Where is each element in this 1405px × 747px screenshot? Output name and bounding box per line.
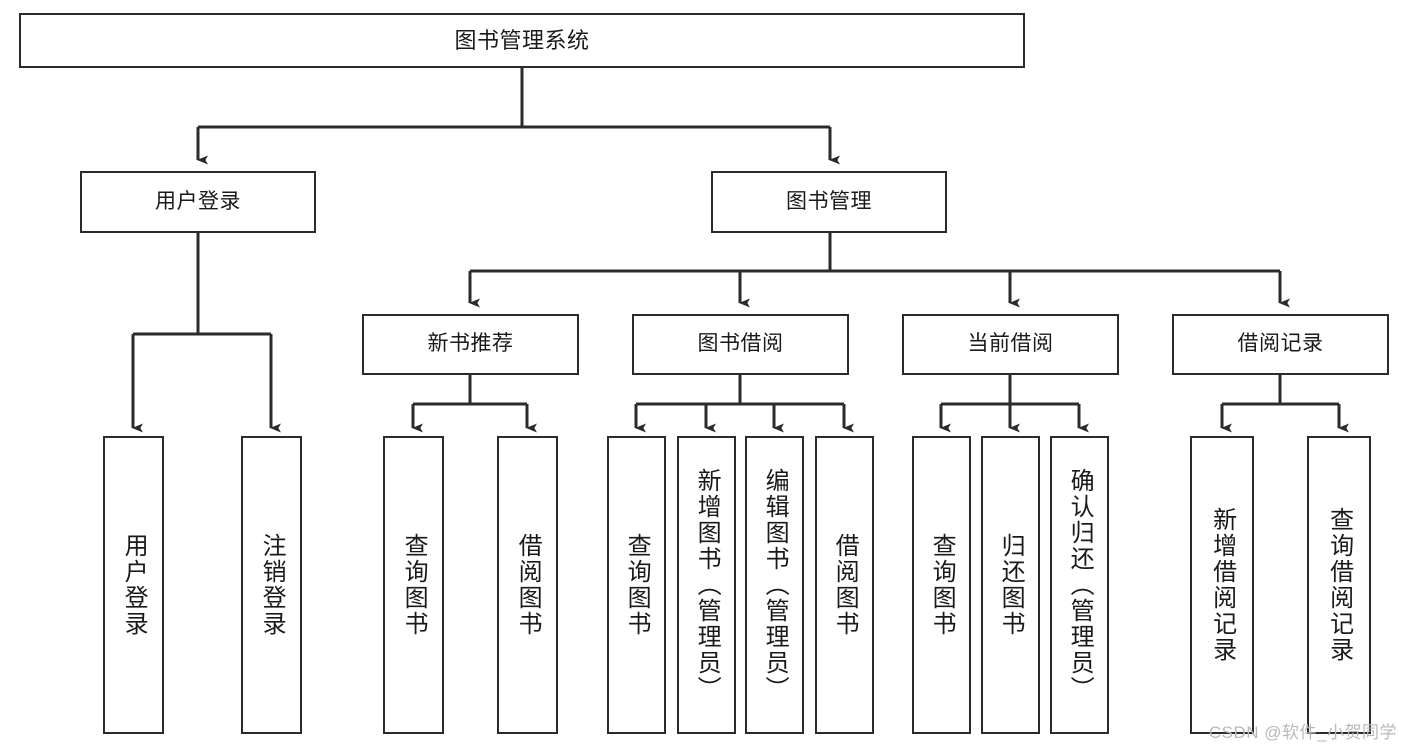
node-new-book-rec-label: 新书推荐 [427, 332, 514, 356]
node-leaf-borrow-book-2-label: 借阅图书 [831, 533, 859, 637]
node-leaf-add-book-label: 新增图书（管理员） [693, 468, 721, 702]
node-new-book-rec[interactable]: 新书推荐 [362, 314, 579, 375]
node-leaf-borrow-book-2[interactable]: 借阅图书 [815, 436, 874, 734]
node-leaf-query-book-2-label: 查询图书 [623, 533, 651, 637]
node-leaf-query-book-3-label: 查询图书 [928, 533, 956, 637]
node-leaf-query-book-3[interactable]: 查询图书 [912, 436, 971, 734]
node-book-manage[interactable]: 图书管理 [711, 171, 947, 233]
node-leaf-return-book-label: 归还图书 [997, 533, 1025, 637]
node-leaf-user-logout-label: 注销登录 [258, 533, 286, 637]
node-user-login[interactable]: 用户登录 [80, 171, 316, 233]
node-borrow-record[interactable]: 借阅记录 [1172, 314, 1389, 375]
node-book-borrow-label: 图书借阅 [697, 332, 784, 356]
node-leaf-query-book-2[interactable]: 查询图书 [607, 436, 666, 734]
node-leaf-borrow-book-1-label: 借阅图书 [514, 533, 542, 637]
node-leaf-query-record[interactable]: 查询借阅记录 [1307, 436, 1371, 734]
node-book-borrow[interactable]: 图书借阅 [632, 314, 849, 375]
node-leaf-query-book-1-label: 查询图书 [400, 533, 428, 637]
node-current-borrow-label: 当前借阅 [967, 332, 1054, 356]
node-leaf-query-record-label: 查询借阅记录 [1325, 507, 1353, 663]
watermark-text: CSDN @软件_小贺同学 [1208, 723, 1397, 742]
node-leaf-confirm-return-label: 确认归还（管理员） [1066, 468, 1094, 702]
node-leaf-query-book-1[interactable]: 查询图书 [383, 436, 444, 734]
node-leaf-add-book[interactable]: 新增图书（管理员） [677, 436, 736, 734]
node-leaf-return-book[interactable]: 归还图书 [981, 436, 1040, 734]
node-leaf-edit-book-label: 编辑图书（管理员） [761, 468, 789, 702]
node-leaf-edit-book[interactable]: 编辑图书（管理员） [745, 436, 804, 734]
node-user-login-label: 用户登录 [155, 189, 241, 213]
node-leaf-borrow-book-1[interactable]: 借阅图书 [497, 436, 558, 734]
node-leaf-add-record-label: 新增借阅记录 [1208, 507, 1236, 663]
node-borrow-record-label: 借阅记录 [1237, 332, 1324, 356]
node-book-manage-label: 图书管理 [786, 189, 872, 213]
node-leaf-user-login-label: 用户登录 [120, 533, 148, 637]
node-root[interactable]: 图书管理系统 [19, 13, 1025, 68]
node-leaf-confirm-return[interactable]: 确认归还（管理员） [1050, 436, 1109, 734]
node-current-borrow[interactable]: 当前借阅 [902, 314, 1119, 375]
node-leaf-user-logout[interactable]: 注销登录 [241, 436, 302, 734]
node-leaf-user-login[interactable]: 用户登录 [103, 436, 164, 734]
node-leaf-add-record[interactable]: 新增借阅记录 [1190, 436, 1254, 734]
node-root-label: 图书管理系统 [454, 27, 590, 53]
